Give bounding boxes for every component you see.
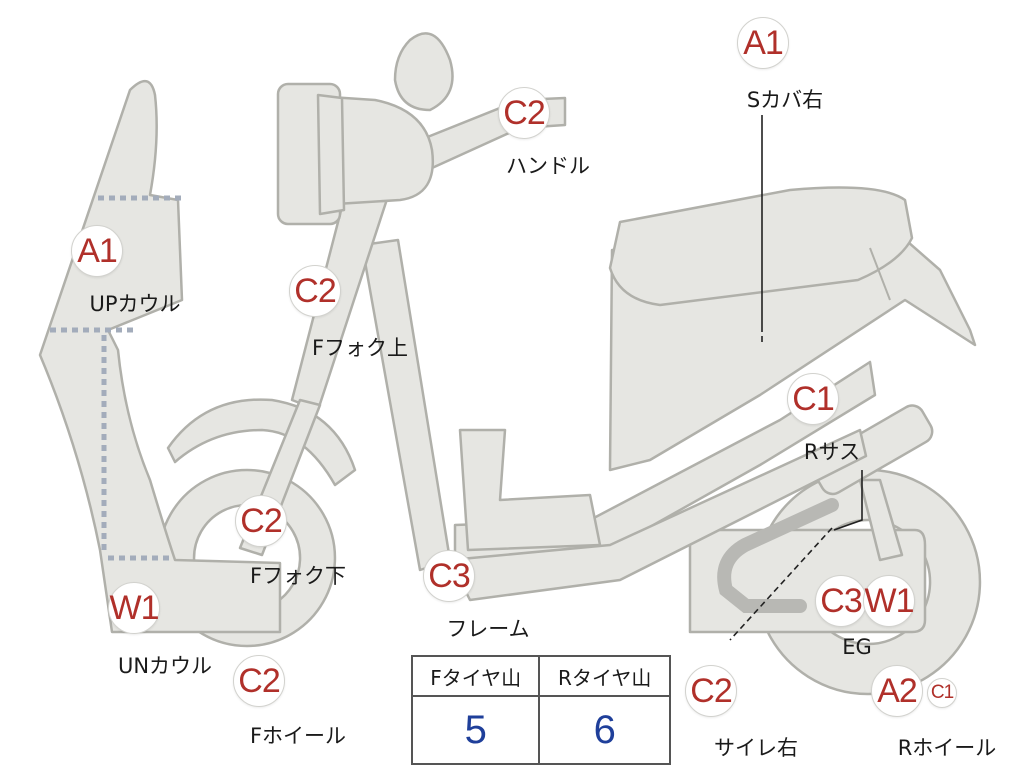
f-wheel-code[interactable]: C2 [233, 655, 285, 707]
r-wheel-code-1[interactable]: A2 [871, 665, 923, 717]
silencer-label: サイレ右 [714, 736, 798, 760]
engine-code-2[interactable]: W1 [863, 575, 915, 627]
handle-label: ハンドル [506, 154, 590, 178]
un-cowl-label: UNカウル [117, 654, 213, 678]
un-cowl-code[interactable]: W1 [108, 582, 160, 634]
frame-rail [448, 428, 868, 602]
leader-silencer [729, 527, 833, 641]
frame-downtube [360, 238, 452, 572]
r-suspension-label: Rサス [803, 440, 861, 464]
f-fork-lower-label: Fフォク下 [249, 564, 347, 588]
r-suspension-code[interactable]: C1 [787, 373, 839, 425]
leader-r-sus [833, 470, 863, 531]
rear-shock [858, 478, 904, 562]
f-fork-lower-code[interactable]: C2 [235, 495, 287, 547]
silencer-code[interactable]: C2 [685, 665, 737, 717]
frame-label: フレーム [446, 617, 530, 641]
frame-code[interactable]: C3 [423, 550, 475, 602]
r-wheel-label: Rホイール [897, 736, 997, 760]
s-cover-code[interactable]: A1 [737, 17, 789, 69]
f-tire-header: Fタイヤ山 [410, 655, 541, 697]
f-wheel-label: Fホイール [249, 724, 347, 748]
handle-code[interactable]: C2 [498, 87, 550, 139]
body-crease [869, 247, 891, 301]
mirror [393, 32, 454, 112]
headlight-inner [316, 93, 346, 216]
s-cover-label: Sカバ右 [746, 88, 824, 112]
f-tire-value[interactable]: 5 [410, 695, 541, 765]
up-cowl-label: UPカウル [89, 292, 181, 316]
up-cowl-code[interactable]: A1 [71, 225, 123, 277]
r-wheel-code-2[interactable]: C1 [927, 678, 957, 708]
engine-code-1[interactable]: C3 [815, 575, 867, 627]
r-tire-header: Rタイヤ山 [538, 655, 671, 697]
f-fork-upper-label: Fフォク上 [311, 336, 409, 360]
front-cowl [38, 80, 282, 634]
f-fork-upper-code[interactable]: C2 [289, 265, 341, 317]
floor-step [458, 428, 602, 552]
exhaust-pipe [717, 498, 839, 613]
engine-label: EG [842, 635, 872, 659]
tire-tread-table: Fタイヤ山 Rタイヤ山 5 6 [410, 655, 671, 765]
seat [608, 186, 914, 307]
r-tire-value[interactable]: 6 [538, 695, 671, 765]
